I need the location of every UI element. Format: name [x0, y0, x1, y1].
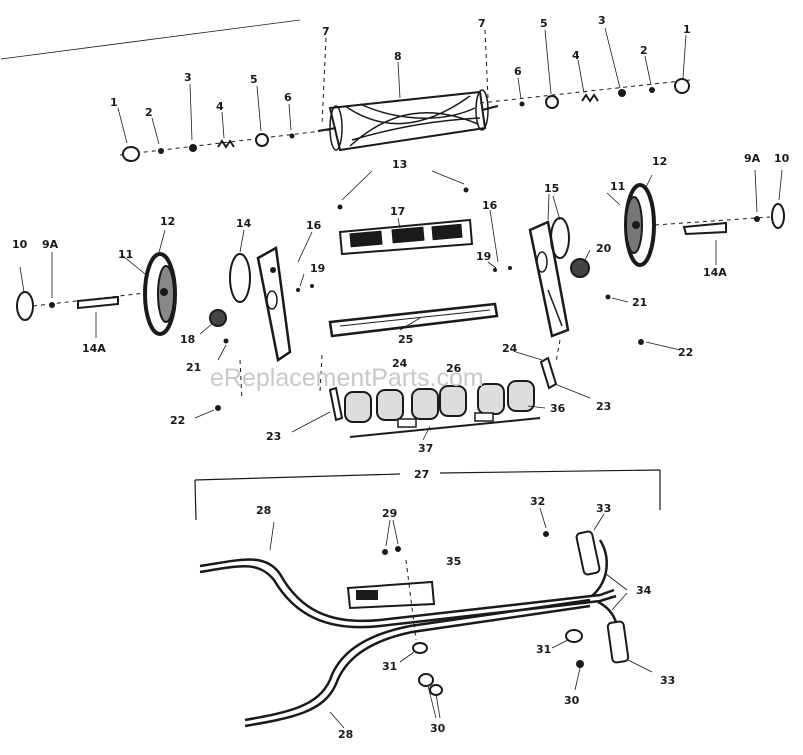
leader-lines-middle [19, 169, 783, 441]
callout-24-middle: 24 [392, 357, 408, 370]
leader-lines-top [117, 27, 687, 145]
callout-32: 32 [530, 495, 545, 508]
callout-16-right: 16 [482, 199, 498, 212]
callout-23-right: 23 [596, 400, 611, 413]
roller-set [328, 356, 558, 438]
callout-6-top-left: 6 [284, 91, 292, 104]
reel-parts-right [519, 78, 690, 109]
callout-31-left: 31 [382, 660, 397, 673]
callout-3-top-right: 3 [598, 14, 606, 27]
callout-2-top-right: 2 [640, 44, 648, 57]
callout-9a-left: 9A [42, 238, 59, 251]
wheel-left [143, 252, 177, 336]
callout-labels: 1 2 3 4 5 6 7 8 7 6 5 4 3 2 1 13 17 16 1… [12, 14, 790, 741]
callout-11-right: 11 [610, 180, 625, 193]
callout-12-right: 12 [652, 155, 667, 168]
callout-26: 26 [446, 362, 462, 375]
callout-7-top-right: 7 [478, 17, 486, 30]
callout-22-right: 22 [678, 346, 693, 359]
callout-35: 35 [446, 555, 461, 568]
watermark-text: eReplacementParts.com [210, 364, 484, 392]
callout-5-top-right: 5 [540, 17, 548, 30]
callout-30-right: 30 [564, 694, 580, 707]
small-hardware-middle [209, 266, 644, 411]
callout-17: 17 [390, 205, 405, 218]
callout-30-left: 30 [430, 722, 446, 735]
roller-bar-label-plate [338, 217, 474, 256]
bed-knife-bar [328, 302, 499, 338]
callout-11-left: 11 [118, 248, 133, 261]
callout-28-top: 28 [256, 504, 271, 517]
reel-blade-assembly [317, 89, 499, 152]
callout-33-top: 33 [596, 502, 611, 515]
callout-5-top-left: 5 [250, 73, 258, 86]
callout-24-right: 24 [502, 342, 518, 355]
callout-31-right: 31 [536, 643, 551, 656]
handle-bracket-35 [346, 580, 436, 610]
callout-12-left: 12 [160, 215, 175, 228]
callout-28-bottom: 28 [338, 728, 353, 741]
callout-16-left: 16 [306, 219, 322, 232]
callout-10-right: 10 [774, 152, 790, 165]
callout-1-top-right: 1 [683, 23, 691, 36]
callout-10-left: 10 [12, 238, 28, 251]
handle-bracket-27 [194, 469, 661, 521]
side-frame-left [229, 246, 292, 363]
callout-23-left: 23 [266, 430, 281, 443]
reel-axis-line [0, 19, 691, 156]
callout-14-left: 14 [236, 217, 252, 230]
bolt-pair-13 [337, 170, 469, 210]
axle-right [654, 203, 785, 236]
handle-tubes [199, 530, 630, 728]
callout-29: 29 [382, 507, 397, 520]
side-frame-right [528, 217, 590, 338]
callout-37: 37 [418, 442, 433, 455]
callout-1-top-left: 1 [110, 96, 118, 109]
callout-18: 18 [180, 333, 195, 346]
callout-21-right: 21 [632, 296, 647, 309]
callout-4-top-left: 4 [216, 100, 224, 113]
callout-21-left: 21 [186, 361, 201, 374]
callout-13: 13 [392, 158, 407, 171]
callout-22-left: 22 [170, 414, 185, 427]
leader-lines-handle [269, 507, 653, 729]
callout-3-top-left: 3 [184, 71, 192, 84]
callout-36: 36 [550, 402, 566, 415]
callout-25: 25 [398, 333, 413, 346]
axle-left [16, 291, 146, 321]
callout-7-top-left: 7 [322, 25, 330, 38]
callout-8-reel: 8 [394, 50, 402, 63]
callout-2-top-left: 2 [145, 106, 153, 119]
wheel-right [624, 183, 656, 267]
callout-19-left: 19 [310, 262, 325, 275]
callout-33-bottom: 33 [660, 674, 675, 687]
callout-20: 20 [596, 242, 612, 255]
handle-hardware [382, 531, 584, 696]
callout-6-top-right: 6 [514, 65, 522, 78]
reel-parts-left [122, 133, 295, 162]
callout-14a-right: 14A [703, 266, 727, 279]
callout-4-top-right: 4 [572, 49, 580, 62]
callout-9a-right: 9A [744, 152, 761, 165]
callout-27: 27 [414, 468, 429, 481]
callout-15: 15 [544, 182, 559, 195]
callout-14a-left: 14A [82, 342, 106, 355]
callout-34: 34 [636, 584, 652, 597]
callout-19-right: 19 [476, 250, 491, 263]
